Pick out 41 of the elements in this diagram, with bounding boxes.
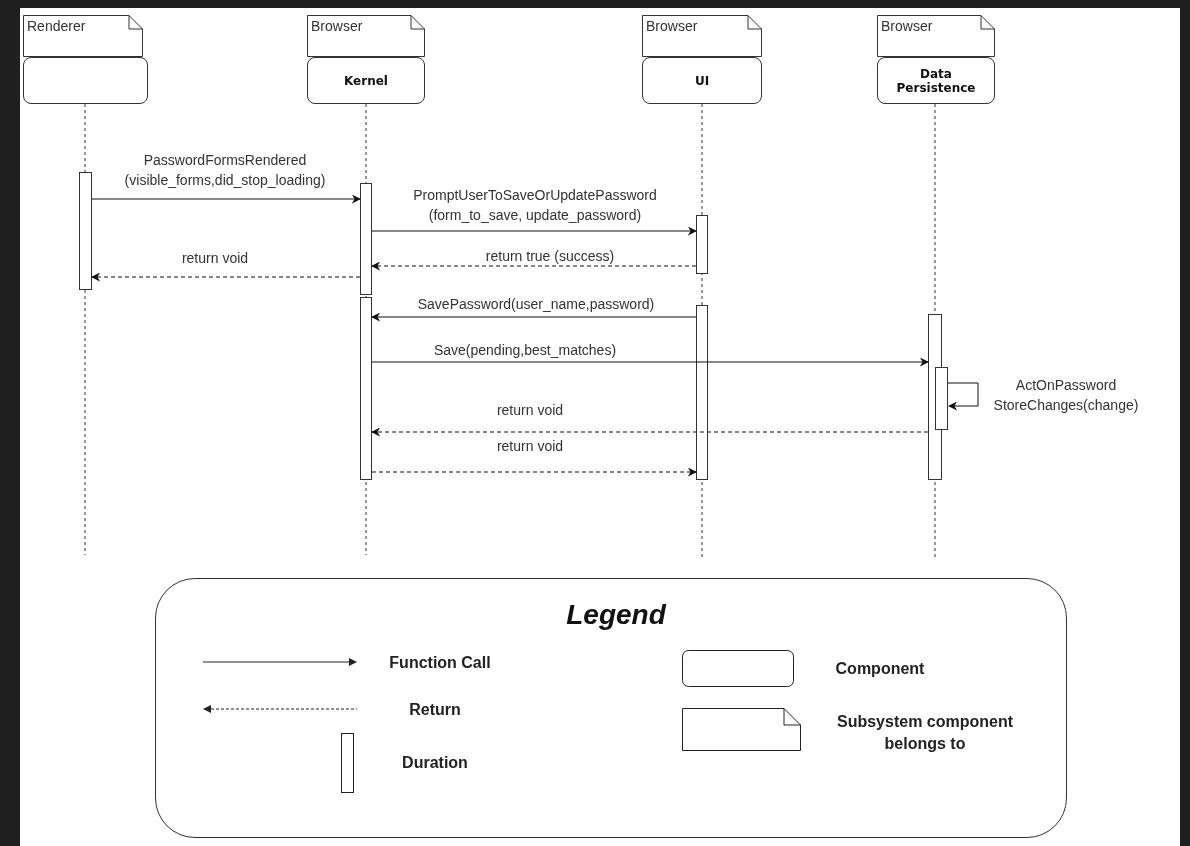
edge-label: return void	[495, 437, 565, 456]
activation-bar	[696, 305, 708, 480]
component-box	[23, 57, 148, 104]
edge-label: ActOnPassword StoreChanges(change)	[992, 376, 1140, 415]
activation-bar	[696, 215, 708, 274]
activation-bar	[935, 367, 948, 430]
arrow	[371, 226, 697, 236]
edge-label: Save(pending,best_matches)	[432, 341, 618, 360]
legend-text: Function Call	[388, 653, 492, 673]
legend-text: Subsystem component belongs to	[836, 712, 1014, 754]
subsystem-label: Browser	[881, 18, 933, 34]
subsystem-label: Browser	[311, 18, 363, 34]
legend-text: Component	[834, 659, 926, 679]
component-box	[307, 57, 425, 104]
edge-label: return void	[180, 249, 250, 268]
arrow	[371, 427, 929, 437]
legend-text: Return	[408, 700, 462, 720]
subsystem-label: Renderer	[27, 18, 86, 34]
arrow	[371, 261, 697, 271]
edge-label: PromptUserToSaveOrUpdatePassword (form_to_save, update_password)	[412, 186, 658, 225]
legend-title: Legend	[565, 599, 668, 631]
activation-bar	[360, 183, 372, 295]
edge-label: SavePassword(user_name,password)	[416, 295, 656, 314]
edge-label: return true (success)	[484, 247, 616, 266]
arrow	[371, 312, 697, 322]
edge-label: return void	[495, 401, 565, 420]
component-name: Data Persistence	[895, 66, 977, 95]
edge-label: PasswordFormsRendered (visible_forms,did_stop_loading)	[123, 151, 327, 190]
arrow	[371, 357, 929, 367]
arrow	[91, 272, 361, 282]
component-name: Kernel	[343, 73, 389, 88]
arrow	[91, 194, 361, 204]
subsystem-label: Browser	[646, 18, 698, 34]
component-box	[642, 57, 762, 104]
component-box	[877, 57, 995, 104]
arrow	[947, 382, 979, 411]
component-name: UI	[693, 73, 711, 88]
activation-bar	[79, 172, 92, 290]
activation-bar	[360, 297, 372, 480]
arrow	[371, 467, 697, 477]
legend-text: Duration	[401, 753, 469, 773]
